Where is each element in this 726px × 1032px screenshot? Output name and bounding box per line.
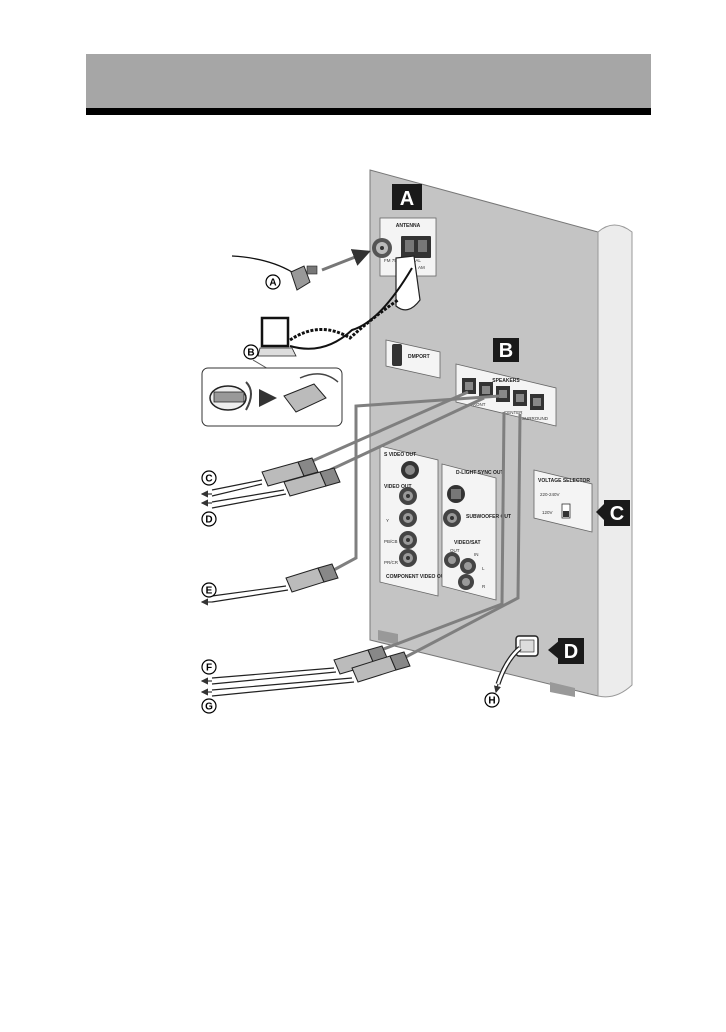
marker-d-label: D [564, 641, 578, 663]
component-pr-label: PR/CR [384, 560, 399, 565]
s-video-out-label: S VIDEO OUT [384, 452, 416, 458]
video-sat-out-jack[interactable] [444, 552, 460, 568]
section-header-bar [86, 54, 651, 108]
marker-b-label: B [499, 340, 513, 362]
power-inlet[interactable] [515, 635, 539, 657]
front-speaker-cables [200, 390, 485, 509]
antenna-label: ANTENNA [396, 223, 421, 229]
speaker-jack-1[interactable] [462, 378, 476, 394]
marker-a: A [392, 184, 422, 210]
surround-speaker-cables [200, 411, 522, 697]
am-loop-antenna [257, 267, 413, 357]
callout-fm-wire-label: A [269, 278, 276, 289]
video-output-block: S VIDEO OUT VIDEO OUT Y PB/CB PR/CR COMP… [379, 445, 447, 597]
audio-l-label: L [482, 566, 485, 571]
d-light-sync-out-label: D-LIGHT SYNC OUT [456, 470, 504, 476]
callout-fm-wire: A [265, 274, 281, 290]
component-video-out-label: COMPONENT VIDEO OUT [386, 574, 447, 580]
am-loop-assembly-inset [201, 359, 343, 427]
marker-c-label: C [610, 503, 624, 525]
callout-am-loop-label: B [247, 348, 254, 359]
callout-center-cable-label: E [206, 586, 213, 597]
speaker-surround-label: SURROUND [522, 416, 549, 421]
subwoofer-out-label: SUBWOOFER OUT [466, 514, 511, 520]
power-cord [493, 646, 522, 694]
finger-illustration [395, 255, 421, 311]
dmport-label: DMPORT [408, 354, 430, 360]
component-pb-label: PB/CB [384, 539, 398, 544]
aux-output-block: D-LIGHT SYNC OUT SUBWOOFER OUT VIDEO/SAT… [441, 463, 511, 601]
speaker-jack-4[interactable] [513, 390, 527, 406]
speaker-jack-5[interactable] [530, 394, 544, 410]
voltage-low-label: 120V [542, 510, 553, 515]
callout-surround-cable-upper: F [201, 659, 217, 675]
fm-wire-antenna [231, 249, 371, 291]
center-speaker-cable [200, 394, 501, 606]
am-terminal[interactable] [401, 236, 431, 258]
video-out-label: VIDEO OUT [384, 484, 412, 490]
callout-front-cable-upper-label: C [205, 474, 212, 485]
marker-a-label: A [400, 188, 414, 210]
audio-r-label: R [482, 584, 486, 589]
callout-front-cable-upper: C [201, 470, 217, 486]
component-y-jack[interactable] [399, 509, 417, 527]
speaker-front-label: FRONT [470, 402, 486, 407]
callout-center-cable: E [201, 582, 217, 598]
video-sat-in-label: IN [474, 552, 479, 557]
speakers-block: SPEAKERS FRONT CENTER SURROUND [455, 363, 557, 427]
section-header-rule [86, 108, 651, 115]
speaker-center-label: CENTER [504, 410, 523, 415]
voltage-selector-block: VOLTAGE SELECTOR 220-240V 120V [533, 469, 593, 533]
callout-surround-cable-upper-label: F [206, 663, 212, 674]
callout-am-loop: B [243, 344, 259, 360]
dmport-block: DMPORT [385, 339, 441, 379]
component-y-label: Y [386, 518, 389, 523]
antenna-am-label: AM [418, 265, 425, 270]
video-out-jack[interactable] [399, 487, 417, 505]
component-pb-jack[interactable] [399, 531, 417, 549]
video-sat-out-label: OUT [450, 548, 460, 553]
callout-front-cable-lower-label: D [205, 515, 212, 526]
component-pr-jack[interactable] [399, 549, 417, 567]
speaker-jack-3[interactable] [496, 386, 510, 402]
voltage-selector-label: VOLTAGE SELECTOR [538, 478, 590, 484]
callout-surround-cable-lower: G [201, 698, 217, 714]
callout-power-cord: H [484, 692, 500, 708]
speakers-label: SPEAKERS [492, 378, 520, 384]
s-video-jack[interactable] [401, 461, 419, 479]
dmport-socket[interactable] [392, 344, 402, 366]
d-light-sync-jack[interactable] [447, 485, 465, 503]
video-sat-label: VIDEO/SAT [454, 540, 481, 546]
subwoofer-out-jack[interactable] [443, 509, 461, 527]
video-sat-audio-l-jack[interactable] [460, 558, 476, 574]
callout-power-cord-label: H [488, 696, 495, 707]
marker-d: D [548, 638, 584, 664]
speaker-jack-2[interactable] [479, 382, 493, 398]
callout-front-cable-lower: D [201, 511, 217, 527]
callout-surround-cable-lower-label: G [205, 702, 213, 713]
marker-c: C [596, 500, 630, 526]
marker-b: B [493, 338, 519, 362]
voltage-high-label: 220-240V [540, 492, 560, 497]
video-sat-audio-r-jack[interactable] [458, 574, 474, 590]
fm-coaxial-jack[interactable] [372, 238, 392, 258]
